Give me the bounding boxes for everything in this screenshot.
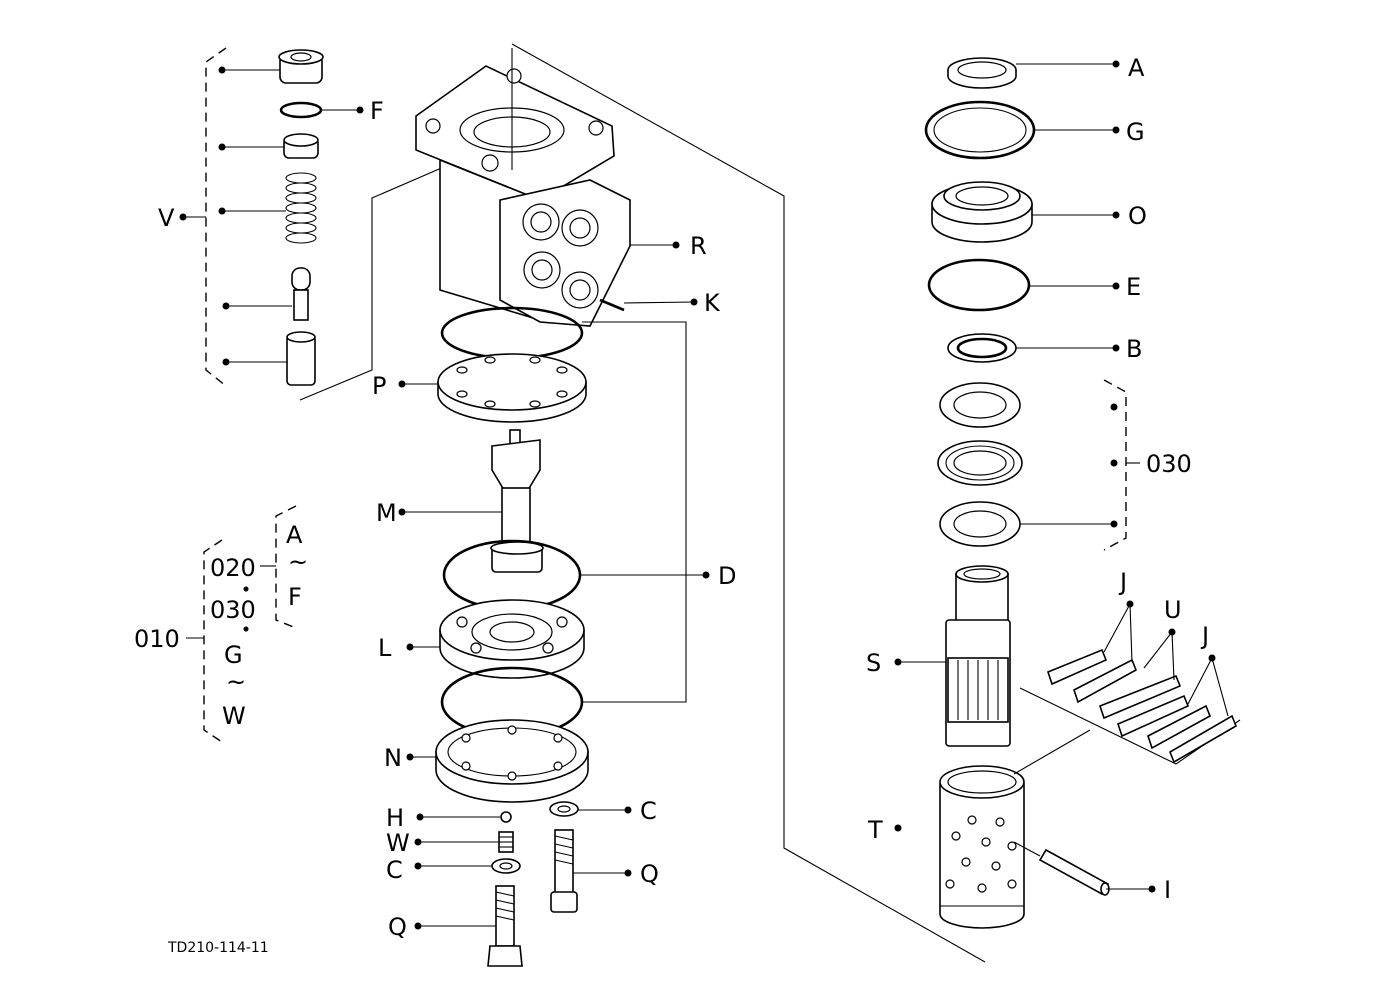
valve-poppet-stem [293,289,309,321]
kit-legend: 010 020 ・ 030 ・ G ~ W A ~ F [134,505,308,743]
valve-leader-frame [299,159,461,401]
label-j-right: J [1200,622,1209,650]
pin-i [1038,848,1110,896]
kit-sep-2: ・ [234,616,258,644]
kit-tilde-1: ~ [226,668,246,696]
kit-main-code: 010 [134,625,180,653]
label-d: D [718,562,736,590]
label-o: O [1128,202,1147,230]
kit-w: W [222,702,246,730]
ball-h [500,811,512,823]
label-u: U [1164,596,1182,624]
steering-valve-housing [415,48,631,327]
label-c-left: C [386,856,403,884]
label-t: T [867,816,883,844]
pin-k [599,298,625,312]
assembly-frame-line [511,43,986,963]
label-w: W [386,829,410,857]
sleeve-spring-leader [1013,729,1091,775]
o030-bracket [1103,379,1127,551]
sleeve-t [939,765,1025,929]
valve-poppet [291,267,311,291]
spool-s [945,565,1011,747]
gerotor-set-l [439,599,585,679]
kit-g: G [224,641,243,669]
v-group-leaders [179,66,364,366]
kit-sub2-code: 030 [210,596,256,624]
label-e: E [1126,273,1141,301]
kit-sub1-code: 020 [210,554,256,582]
label-j-left: J [1118,568,1127,596]
label-a: A [1128,54,1145,82]
bearing-group-030 [937,382,1023,547]
kit-a: A [286,521,303,549]
kit-sep-1: ・ [234,576,258,604]
kit-tilde-2: ~ [288,548,308,576]
label-n: N [384,744,402,772]
label-q-left: Q [388,913,407,941]
label-k: K [704,289,721,317]
v-group-bracket [205,47,227,387]
label-q-right: Q [640,860,659,888]
drive-shaft-m [490,429,544,573]
valve-spring [285,172,317,244]
figure-code: TD210-114-11 [167,940,269,956]
o-ring-d-top [440,306,584,360]
bushing-o [931,181,1033,243]
bolt-q-left [487,885,523,967]
kit-f: F [288,583,302,611]
relief-valve-group [278,49,324,386]
bolt-q-right [550,829,578,913]
label-s: S [866,649,881,677]
label-030: 030 [1146,450,1192,478]
centering-springs [1047,648,1237,764]
label-p: P [372,372,386,400]
valve-o-ring [279,101,323,119]
label-l: L [378,634,392,662]
d-group-leaders [582,321,687,703]
label-v: V [158,204,175,232]
end-cap-n [435,719,589,803]
distributor-plate-p [437,353,587,423]
label-b: B [1126,335,1142,363]
housing-ports [522,203,599,309]
label-m: M [376,499,397,527]
label-i: I [1164,876,1171,904]
label-c-right: C [640,797,657,825]
label-h: H [386,804,404,832]
label-g: G [1126,118,1145,146]
label-r: R [690,232,707,260]
o-ring-e [927,258,1031,312]
label-f: F [370,97,384,125]
snap-ring-g [924,100,1036,160]
